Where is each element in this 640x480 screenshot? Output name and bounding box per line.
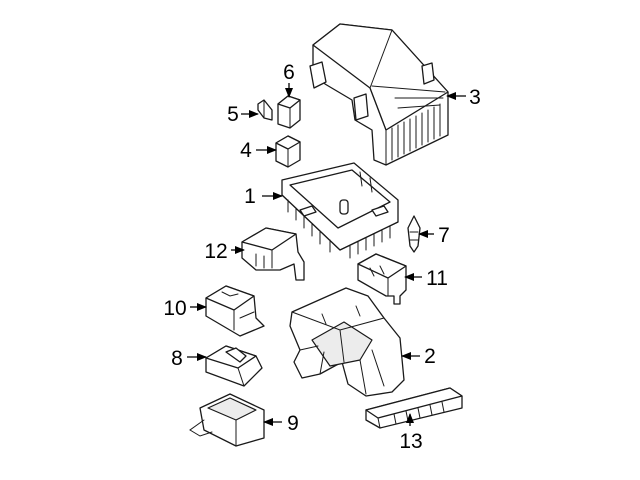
callout-10: 10 <box>163 297 186 320</box>
part-3-cover <box>309 23 449 166</box>
part-9-tray <box>189 393 265 447</box>
part-8-fuse-block <box>205 345 263 387</box>
part-1-fuse-box-tray <box>281 162 399 259</box>
callout-3: 3 <box>469 86 481 109</box>
callout-1: 1 <box>244 185 256 208</box>
leader-lines <box>187 83 466 426</box>
callout-9: 9 <box>287 412 299 435</box>
part-7-clip <box>407 215 421 253</box>
part-2-lower-housing <box>289 287 405 397</box>
callout-5: 5 <box>227 103 239 126</box>
callout-11: 11 <box>426 267 448 290</box>
part-10-relay-bracket <box>205 285 265 337</box>
callout-4: 4 <box>240 139 252 162</box>
callout-6: 6 <box>283 61 295 84</box>
callout-12: 12 <box>204 240 227 263</box>
part-12-relay-cover <box>241 227 305 281</box>
part-11-fuse-holder <box>357 253 407 305</box>
callout-8: 8 <box>171 347 183 370</box>
callout-13: 13 <box>399 430 422 453</box>
callout-2: 2 <box>424 345 436 368</box>
callout-labels: 1 2 3 4 5 6 7 8 9 10 11 12 13 <box>163 61 481 453</box>
part-6-relay <box>277 95 301 129</box>
part-4-micro-relay <box>275 135 301 168</box>
part-5-fuse <box>257 99 273 121</box>
callout-7: 7 <box>438 224 450 247</box>
